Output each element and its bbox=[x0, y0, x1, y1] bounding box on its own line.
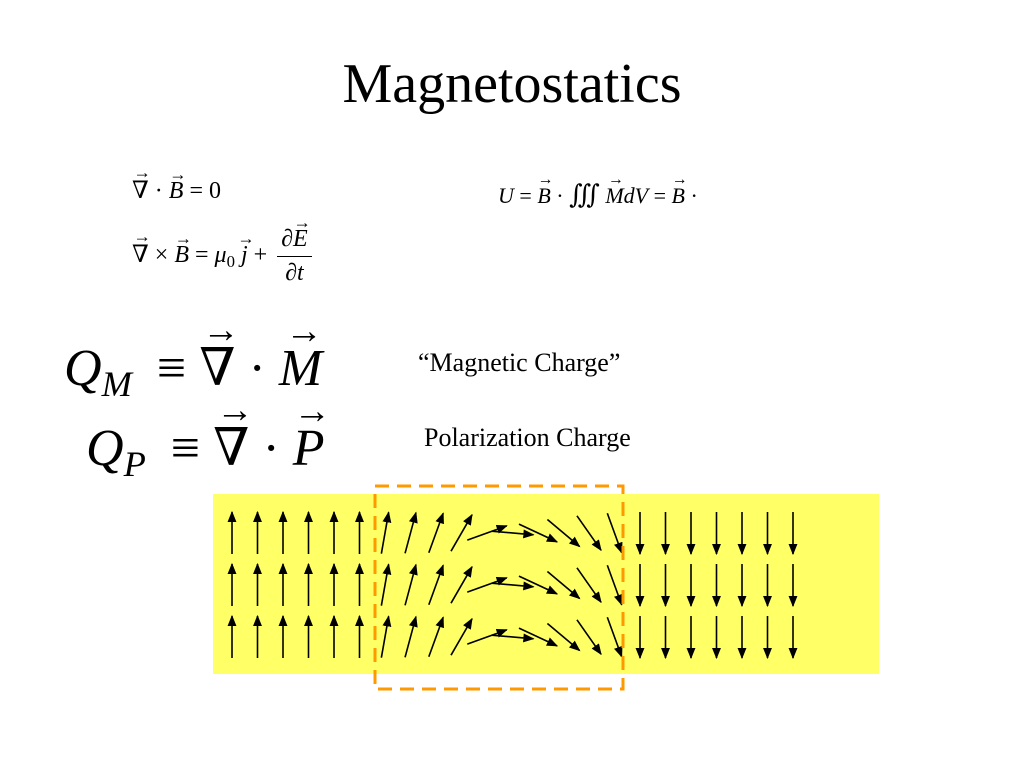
equation-divergence-b: ∇ · B = 0 bbox=[132, 176, 221, 205]
j-vector: j bbox=[241, 242, 248, 269]
q-symbol: Q bbox=[86, 420, 124, 477]
magnetization-arrow bbox=[576, 619, 602, 656]
dot-operator: · bbox=[262, 420, 280, 477]
b-vector: B bbox=[169, 178, 184, 205]
magnetization-arrow bbox=[450, 513, 473, 552]
magnetization-arrow bbox=[491, 633, 535, 643]
magnetization-arrow bbox=[380, 511, 392, 554]
fraction-de-dt: ∂E ∂t bbox=[277, 226, 312, 287]
m-vector: M bbox=[605, 183, 623, 209]
magnetization-arrow bbox=[518, 575, 559, 595]
mu-symbol: μ bbox=[214, 242, 227, 269]
magnetization-arrow bbox=[546, 622, 581, 652]
magnetization-arrow bbox=[428, 616, 444, 658]
magnetization-arrow bbox=[606, 564, 623, 606]
b-vector-1: B bbox=[537, 183, 550, 209]
magnetization-arrow bbox=[428, 512, 444, 554]
magnetization-arrow bbox=[428, 564, 444, 606]
equals-sign: = bbox=[194, 242, 209, 269]
magnetization-arrow bbox=[380, 563, 392, 606]
arrow-group bbox=[227, 510, 798, 660]
b-vector: B bbox=[174, 242, 189, 269]
nabla-symbol: ∇ bbox=[132, 176, 149, 205]
magnetization-arrow bbox=[466, 577, 508, 593]
magnetization-arrow bbox=[606, 616, 623, 658]
volume-element: dV bbox=[623, 183, 649, 208]
nabla-symbol: ∇ bbox=[132, 240, 149, 269]
equiv-symbol: ≡ bbox=[170, 420, 201, 477]
q-subscript-p: P bbox=[123, 443, 146, 484]
magnetization-arrow bbox=[466, 525, 508, 541]
equiv-symbol: ≡ bbox=[156, 340, 187, 397]
q-subscript-m: M bbox=[101, 363, 132, 404]
magnetization-arrow bbox=[450, 565, 473, 604]
magnetization-arrow bbox=[466, 629, 508, 645]
b-vector-2: B bbox=[672, 183, 685, 209]
dot-operator-2: · bbox=[690, 183, 698, 208]
q-symbol: Q bbox=[64, 340, 102, 397]
dot-operator-1: · bbox=[556, 183, 564, 208]
equation-polarization-charge: QP ≡ ∇ · P bbox=[86, 418, 325, 485]
equals-sign-1: = bbox=[519, 183, 532, 208]
cross-operator: × bbox=[154, 242, 169, 269]
mu-subscript: 0 bbox=[226, 252, 235, 272]
magnetization-arrow bbox=[518, 627, 559, 647]
dashed-region-box bbox=[373, 484, 625, 691]
m-vector: M bbox=[279, 339, 322, 398]
p-vector: P bbox=[293, 419, 325, 478]
magnetization-arrow bbox=[450, 617, 473, 656]
energy-u: U bbox=[498, 183, 514, 208]
e-vector: E bbox=[293, 226, 308, 253]
fraction-denominator: ∂t bbox=[277, 256, 312, 287]
partial-symbol: ∂ bbox=[281, 226, 294, 252]
magnetization-arrow bbox=[404, 563, 418, 606]
equation-magnetic-charge: QM ≡ ∇ · M bbox=[64, 338, 322, 405]
nabla-symbol: ∇ bbox=[213, 418, 249, 478]
magnetization-arrow bbox=[606, 512, 623, 554]
equals-sign-2: = bbox=[653, 183, 667, 208]
magnetization-arrow bbox=[491, 529, 535, 539]
equation-curl-b: ∇ × B = μ0 j + ∂E ∂t bbox=[132, 226, 312, 287]
dot-operator: · bbox=[154, 178, 163, 204]
magnetization-arrow bbox=[576, 515, 602, 552]
fraction-numerator: ∂E bbox=[277, 226, 312, 256]
magnetization-arrow bbox=[404, 615, 418, 658]
label-polarization-charge: Polarization Charge bbox=[424, 423, 631, 452]
plus-sign: + bbox=[253, 242, 268, 269]
magnetization-arrow bbox=[380, 615, 392, 658]
magnetization-arrow bbox=[576, 567, 602, 604]
equation-energy: U = B · ∭ MdV = B · bbox=[498, 180, 698, 210]
triple-integral: ∭ bbox=[569, 180, 600, 209]
magnetization-arrow bbox=[518, 523, 559, 543]
slide-title: Magnetostatics bbox=[342, 53, 682, 115]
magnetization-arrow bbox=[404, 511, 418, 554]
magnetization-arrow bbox=[546, 570, 581, 600]
equals-zero: = 0 bbox=[189, 178, 221, 204]
dot-operator: · bbox=[248, 340, 266, 397]
magnetization-arrow bbox=[491, 581, 535, 591]
label-magnetic-charge: “Magnetic Charge” bbox=[418, 348, 621, 377]
magnetization-arrow bbox=[546, 518, 581, 548]
nabla-symbol: ∇ bbox=[199, 338, 235, 398]
